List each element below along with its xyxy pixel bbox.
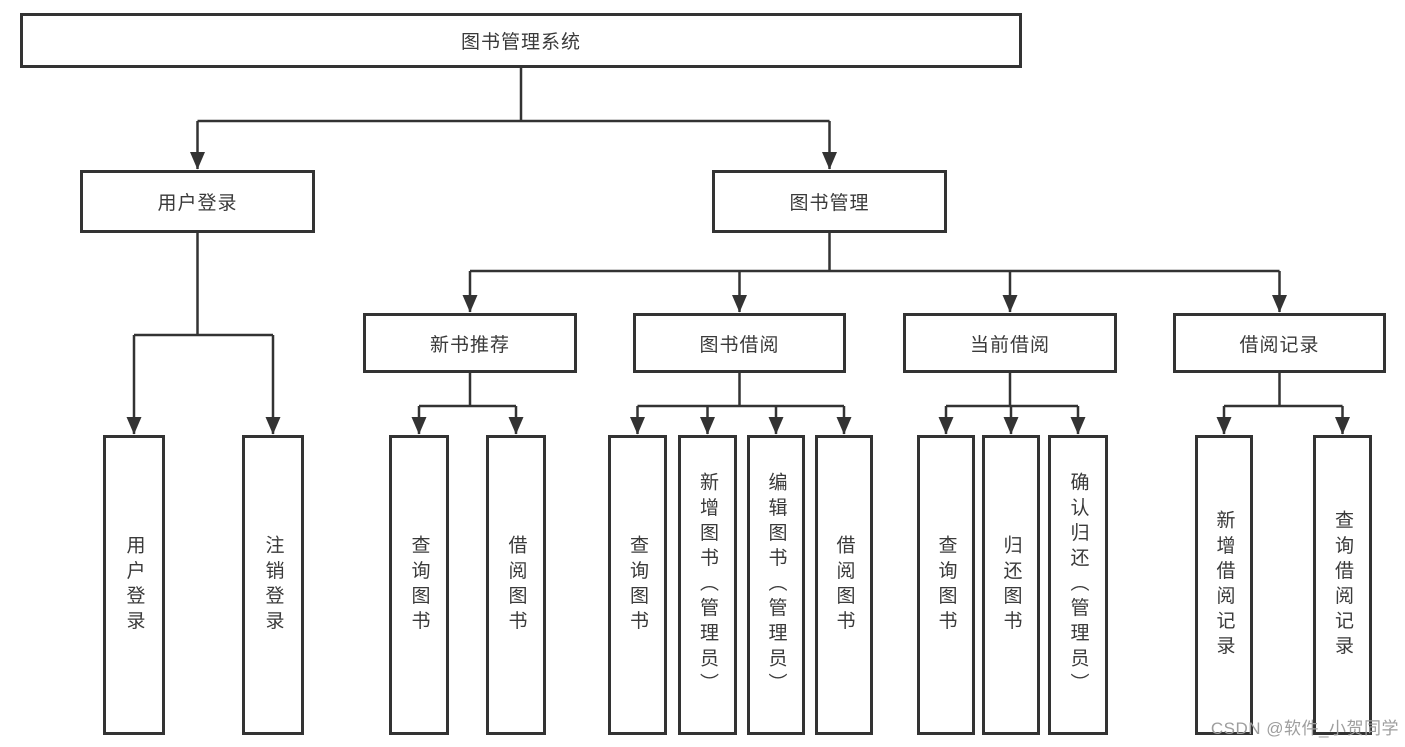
- leaf-label: 注销登录: [262, 534, 284, 636]
- node-borrow-records: 借阅记录: [1173, 313, 1386, 373]
- leaf-query-books-current: 查询图书: [917, 435, 975, 735]
- connector: [197, 68, 830, 123]
- node-label: 新书推荐: [429, 334, 510, 356]
- leaf-label: 查询借阅记录: [1332, 509, 1353, 661]
- leaf-user-login: 用户登录: [103, 435, 165, 735]
- node-label: 当前借阅: [969, 334, 1050, 356]
- node-new-book-recommend: 新书推荐: [363, 313, 577, 373]
- leaf-label: 借阅图书: [505, 534, 527, 636]
- connector: [1224, 373, 1343, 408]
- node-book-borrow: 图书借阅: [633, 313, 846, 373]
- leaf-query-books-borrow: 查询图书: [608, 435, 667, 735]
- node-label: 图书借阅: [699, 334, 780, 356]
- leaf-label: 确认归还（管理员）: [1067, 472, 1089, 698]
- node-label: 用户登录: [157, 193, 238, 214]
- leaf-query-books-recommend: 查询图书: [389, 435, 449, 735]
- leaf-borrow-books: 借阅图书: [815, 435, 873, 735]
- leaf-label: 查询图书: [408, 534, 430, 636]
- leaf-add-book-admin: 新增图书（管理员）: [678, 435, 737, 735]
- leaf-label: 借阅图书: [833, 534, 855, 636]
- connector: [637, 373, 844, 408]
- node-book-management: 图书管理: [712, 170, 947, 233]
- leaf-confirm-return-admin: 确认归还（管理员）: [1048, 435, 1108, 735]
- connector: [470, 233, 1280, 273]
- leaf-add-borrow-record: 新增借阅记录: [1195, 435, 1253, 735]
- leaf-edit-book-admin: 编辑图书（管理员）: [747, 435, 805, 735]
- leaf-label: 查询图书: [935, 534, 957, 636]
- leaf-label: 用户登录: [123, 534, 145, 636]
- node-label: 借阅记录: [1239, 334, 1320, 356]
- leaf-label: 查询图书: [627, 534, 648, 636]
- connector: [946, 373, 1078, 408]
- leaf-label: 编辑图书（管理员）: [765, 472, 787, 698]
- leaf-label: 新增借阅记录: [1213, 509, 1235, 661]
- node-user-login: 用户登录: [80, 170, 315, 233]
- leaf-label: 归还图书: [1000, 534, 1022, 636]
- connector: [134, 233, 273, 337]
- connector: [419, 373, 516, 408]
- node-label: 图书管理: [789, 193, 870, 214]
- leaf-query-borrow-record: 查询借阅记录: [1313, 435, 1372, 735]
- leaf-label: 新增图书（管理员）: [697, 472, 718, 698]
- leaf-return-books: 归还图书: [982, 435, 1040, 735]
- node-library-system: 图书管理系统: [20, 13, 1022, 68]
- leaf-borrow-books-recommend: 借阅图书: [486, 435, 546, 735]
- leaf-logout-login: 注销登录: [242, 435, 304, 735]
- node-current-borrow: 当前借阅: [903, 313, 1117, 373]
- node-label: 图书管理系统: [460, 32, 581, 53]
